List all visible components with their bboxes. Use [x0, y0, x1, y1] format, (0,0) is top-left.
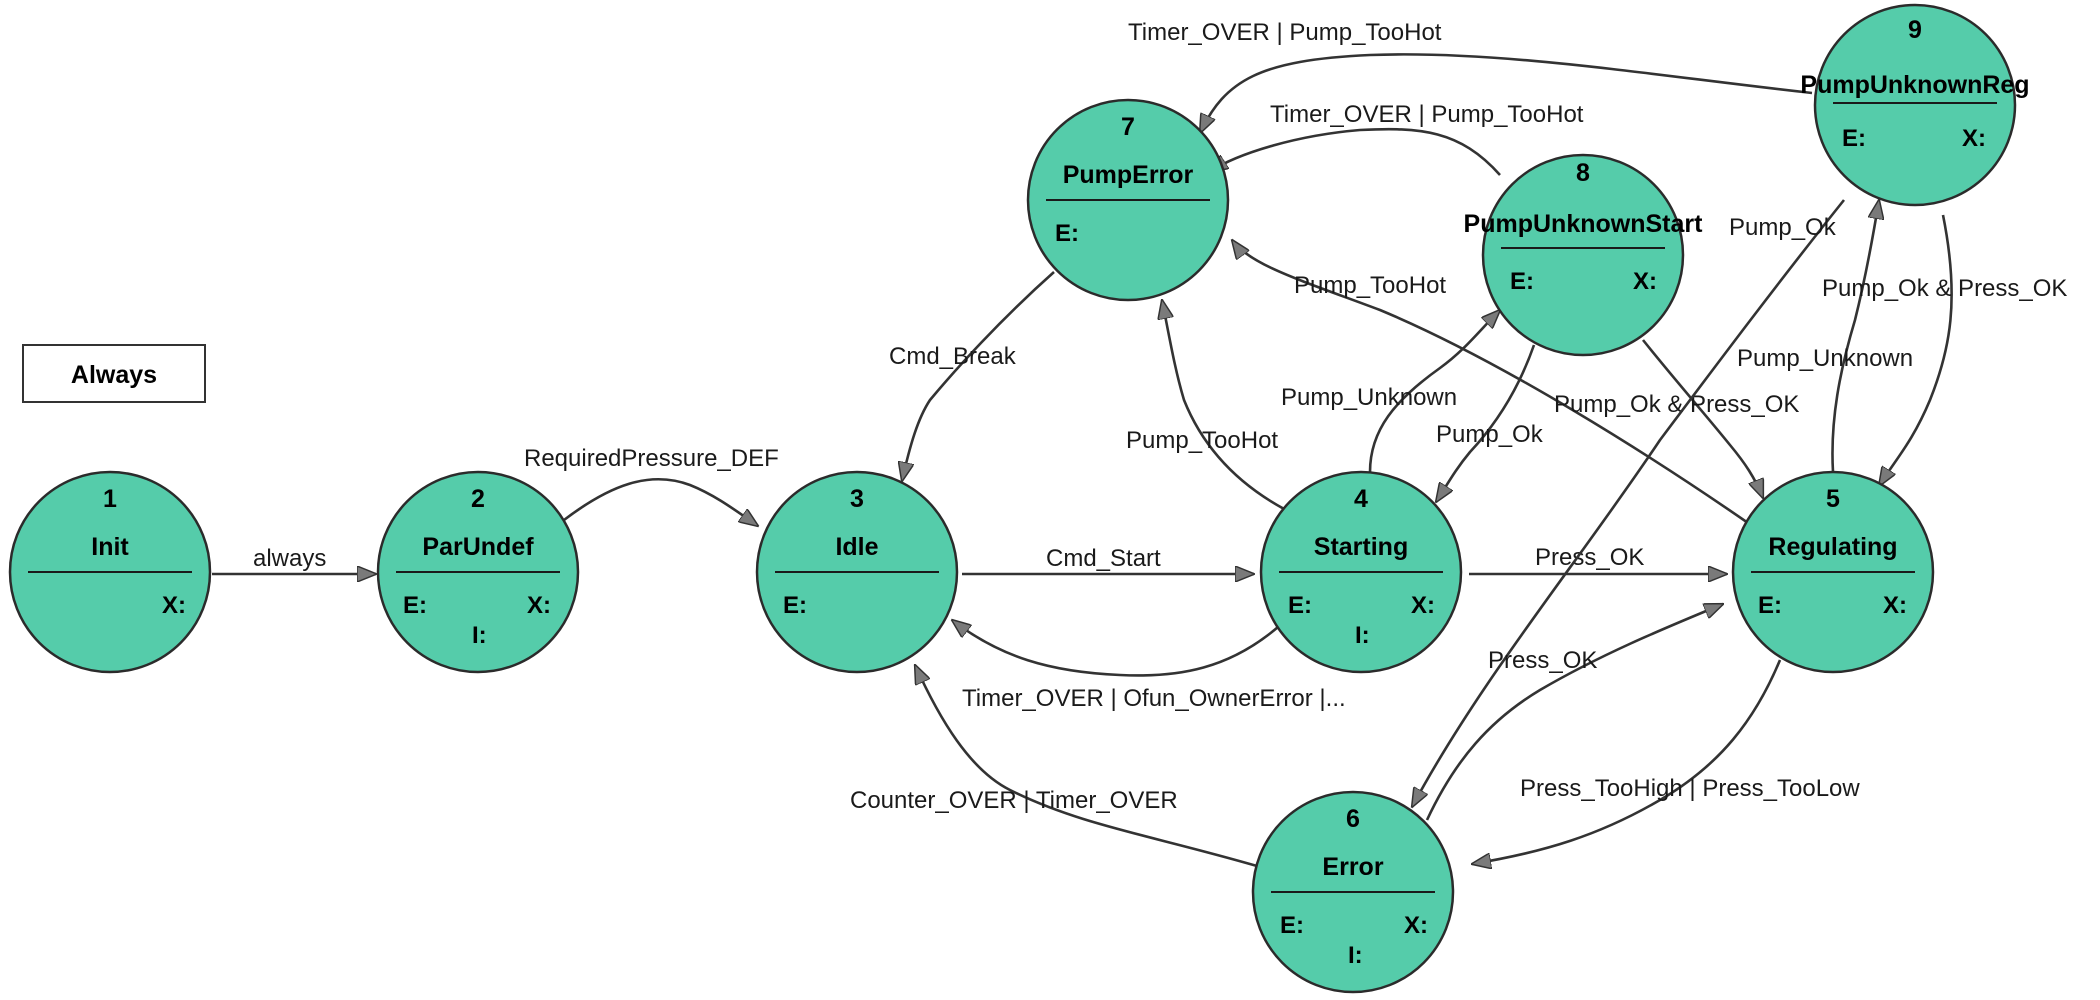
edge-starting-to-pumpunknownstart[interactable] [1368, 310, 1500, 473]
edge-label-cmd-start: Cmd_Start [1046, 545, 1161, 572]
edge-regulating-to-error[interactable] [1472, 659, 1782, 864]
state-entry-slot: E: [1055, 220, 1079, 247]
edge-parundef-to-idle[interactable] [563, 477, 758, 526]
edge-label-requiredpressure-def: RequiredPressure_DEF [524, 445, 779, 472]
edge-pumpunknownstart-to-starting[interactable] [1436, 344, 1536, 502]
edge-pumpunknownstart-to-regulating[interactable] [1641, 339, 1765, 498]
edge-label-pump-ok-press-ok-1: Pump_Ok & Press_OK [1554, 391, 1799, 418]
state-exit-slot: X: [1883, 592, 1907, 619]
state-entry-slot: E: [1842, 125, 1866, 152]
edge-label-cmd-break: Cmd_Break [889, 343, 1017, 370]
edge-label-pump-unknown-2: Pump_Unknown [1737, 345, 1913, 372]
edge-pumperror-to-idle[interactable] [902, 271, 1055, 481]
state-entry-slot: E: [1280, 912, 1304, 939]
state-entry-slot: E: [783, 592, 807, 619]
always-label: Always [71, 361, 157, 389]
state-error[interactable]: 6 Error E: X: I: [1251, 790, 1455, 994]
state-number: 1 [103, 485, 117, 513]
state-entry-slot: E: [1288, 592, 1312, 619]
state-name: Idle [835, 533, 878, 561]
state-name: PumpUnknownStart [1464, 210, 1704, 238]
edge-regulating-to-pumperror[interactable] [1232, 240, 1752, 527]
state-exit-slot: X: [1633, 268, 1657, 295]
edge-label-always: always [253, 545, 326, 572]
edge-label-pump-toohot-2: Pump_TooHot [1294, 272, 1446, 299]
state-number: 8 [1576, 159, 1590, 187]
edge-starting-to-idle[interactable] [952, 620, 1279, 677]
state-name: Starting [1314, 533, 1408, 561]
edge-pumpunknownstart-to-pumperror[interactable] [1209, 127, 1501, 176]
edge-label-timer-over-pump-toohot-1: Timer_OVER | Pump_TooHot [1270, 101, 1584, 128]
state-name: ParUndef [422, 533, 534, 561]
state-parundef[interactable]: 2 ParUndef E: X: I: [376, 470, 580, 674]
state-number: 7 [1121, 113, 1135, 141]
state-starting[interactable]: 4 Starting E: X: I: [1259, 470, 1463, 674]
state-pumperror[interactable]: 7 PumpError E: [1026, 98, 1230, 302]
edge-label-pump-unknown-1: Pump_Unknown [1281, 384, 1457, 411]
state-name: Init [91, 533, 129, 561]
edge-error-to-regulating[interactable] [1425, 602, 1723, 821]
state-pumpunknownreg[interactable]: 9 PumpUnknownReg E: X: [1800, 3, 2030, 207]
edge-pumpunknownreg-to-error[interactable] [1412, 199, 1846, 807]
edge-regulating-to-pumpunknownreg[interactable] [1831, 200, 1879, 473]
edges: always RequiredPressure_DEF Cmd_Start Ti… [212, 19, 2067, 866]
edge-label-pump-ok-press-ok-2: Pump_Ok & Press_OK [1822, 275, 2067, 302]
edge-error-to-idle[interactable] [915, 665, 1258, 868]
state-number: 4 [1354, 485, 1368, 513]
state-exit-slot: X: [1404, 912, 1428, 939]
state-init[interactable]: 1 Init X: [8, 470, 212, 674]
edge-label-pump-ok-2: Pump_Ok [1729, 214, 1837, 241]
state-name: Regulating [1768, 533, 1897, 561]
state-number: 6 [1346, 805, 1360, 833]
edge-label-press-toohigh-toolow: Press_TooHigh | Press_TooLow [1520, 775, 1860, 802]
state-input-slot: I: [1348, 942, 1363, 969]
state-exit-slot: X: [527, 592, 551, 619]
state-input-slot: I: [472, 622, 487, 649]
state-number: 9 [1908, 16, 1922, 44]
edge-starting-to-pumperror[interactable] [1162, 300, 1287, 512]
state-entry-slot: E: [1758, 592, 1782, 619]
state-regulating[interactable]: 5 Regulating E: X: [1731, 470, 1935, 674]
edge-label-press-ok-2: Press_OK [1488, 647, 1597, 674]
state-pumpunknownstart[interactable]: 8 PumpUnknownStart E: X: [1464, 153, 1704, 357]
state-number: 5 [1826, 485, 1840, 513]
edge-label-timer-over-pump-toohot-2: Timer_OVER | Pump_TooHot [1128, 19, 1442, 46]
state-input-slot: I: [1355, 622, 1370, 649]
state-number: 2 [471, 485, 485, 513]
state-entry-slot: E: [403, 592, 427, 619]
edge-label-timer-over-ofun: Timer_OVER | Ofun_OwnerError |... [962, 685, 1346, 712]
edge-label-pump-ok-1: Pump_Ok [1436, 421, 1544, 448]
state-exit-slot: X: [162, 592, 186, 619]
state-name: PumpUnknownReg [1800, 71, 2029, 99]
state-exit-slot: X: [1962, 125, 1986, 152]
state-exit-slot: X: [1411, 592, 1435, 619]
state-entry-slot: E: [1510, 268, 1534, 295]
edge-label-press-ok-1: Press_OK [1535, 544, 1644, 571]
always-box[interactable]: Always [22, 344, 206, 403]
edge-pumpunknownreg-to-pumperror[interactable] [1200, 53, 1813, 133]
edge-label-counter-over: Counter_OVER | Timer_OVER [850, 787, 1178, 814]
state-name: Error [1322, 853, 1383, 881]
edge-pumpunknownreg-to-regulating[interactable] [1879, 214, 1953, 486]
state-number: 3 [850, 485, 864, 513]
edge-label-pump-toohot-1: Pump_TooHot [1126, 427, 1278, 454]
state-name: PumpError [1063, 161, 1194, 189]
state-idle[interactable]: 3 Idle E: [755, 470, 959, 674]
